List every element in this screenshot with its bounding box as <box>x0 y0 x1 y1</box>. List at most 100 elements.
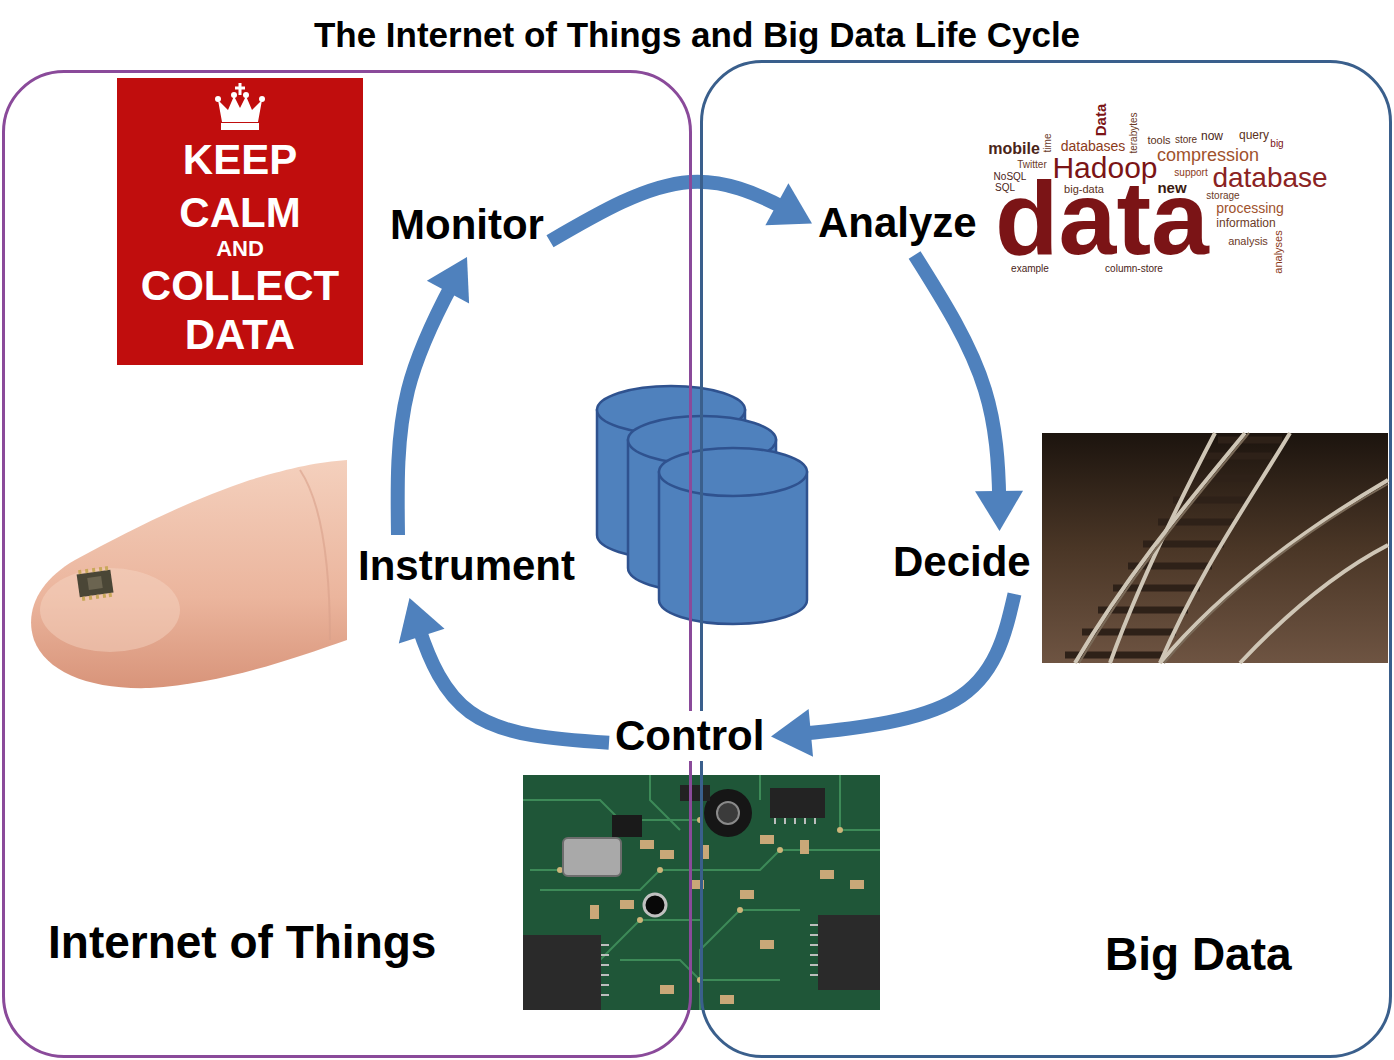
railway-photo-part-part <box>1160 480 1388 663</box>
stage-node: Monitor <box>384 194 550 257</box>
finger-with-chip-part <box>76 566 114 601</box>
circuit-board-photo-part-part <box>737 907 743 913</box>
label-holder: storage <box>1206 191 1239 201</box>
finger-with-chip-part-part-part <box>78 570 82 574</box>
arrow-head <box>399 598 445 643</box>
circuit-board-photo-part-part <box>784 818 786 824</box>
stage-label: Decide <box>893 537 1031 587</box>
stage-label: Instrument <box>358 541 575 591</box>
arrow-head <box>427 257 469 304</box>
label-holder: KEEP <box>183 139 297 181</box>
label-holder: analysis <box>1228 236 1268 247</box>
finger-with-chip <box>31 460 347 688</box>
arrow-shaft <box>410 598 610 743</box>
circuit-board-photo-part-part <box>777 847 783 853</box>
title-holder: The Internet of Things and Big Data Life… <box>0 14 1394 56</box>
word-cloud-word: compression <box>1157 146 1259 164</box>
database-cylinders-part <box>659 448 807 496</box>
poster-text: COLLECT <box>141 265 339 307</box>
label-holder: terabytes <box>1129 112 1139 153</box>
circuit-board-photo-part-part <box>650 775 680 830</box>
poster-text: KEEP <box>183 139 297 181</box>
label-holder: DATA <box>185 314 295 356</box>
circuit-board-photo-part <box>717 802 739 824</box>
finger-with-chip-part-part <box>77 570 114 598</box>
diagram-title: The Internet of Things and Big Data Life… <box>314 14 1080 56</box>
circuit-board-photo-part <box>818 915 880 990</box>
cycle-arrow <box>399 598 609 743</box>
word-cloud-word: storage <box>1206 191 1239 201</box>
word-cloud-word: now <box>1201 130 1223 142</box>
circuit-board-photo-part-part <box>814 818 816 824</box>
label-holder: COLLECT <box>141 265 339 307</box>
stage-node: Control <box>609 705 771 768</box>
railway-photo-part <box>1075 433 1388 663</box>
circuit-board-photo-part-part <box>759 775 761 800</box>
word-cloud-word: time <box>1043 134 1053 153</box>
crown-icon <box>215 83 265 130</box>
circuit-board-photo-part <box>775 818 818 975</box>
circuit-board-photo-part <box>601 945 609 995</box>
stage-label: Control <box>615 711 764 761</box>
finger-with-chip-part-part-part <box>89 596 93 600</box>
finger-with-chip-part-part-part <box>82 597 86 601</box>
finger-with-chip-part <box>300 470 330 640</box>
crown-icon-part <box>243 92 249 98</box>
finger-with-chip-part-part-part <box>105 566 109 570</box>
finger-with-chip-part-part-part <box>99 567 103 571</box>
circuit-board-photo-part-part <box>774 818 776 824</box>
circuit-board-photo-part <box>704 789 752 837</box>
finger-with-chip-part-part <box>78 566 112 601</box>
label-holder: mobile <box>988 141 1040 157</box>
arrow-shaft <box>915 255 1000 531</box>
finger-with-chip-part-part-part <box>85 569 89 573</box>
cycle-arrow <box>398 257 469 535</box>
circuit-board-photo-part-part <box>660 985 674 994</box>
circuit-board-photo-part-part <box>590 905 599 919</box>
region-panel: Internet of Things MonitorInstrument <box>2 70 692 1058</box>
circuit-board-photo-part-part <box>800 840 809 854</box>
circuit-board-photo-part-part <box>850 880 864 889</box>
circuit-board-photo-part-part <box>700 910 800 1010</box>
circuit-board-photo-part-part <box>804 818 806 824</box>
word-cloud-word: query <box>1239 129 1269 141</box>
label-holder: time <box>1043 134 1053 153</box>
word-cloud-word: example <box>1011 264 1049 274</box>
circuit-board-photo-part <box>523 935 601 1010</box>
label-holder: processing <box>1216 201 1284 215</box>
railway-photo-part <box>1079 433 1388 663</box>
keep-calm-poster <box>117 78 363 365</box>
poster-text: DATA <box>185 314 295 356</box>
circuit-board-photo-part-part <box>810 974 818 976</box>
label-holder: query <box>1239 129 1269 141</box>
label-holder: tools <box>1147 135 1170 146</box>
circuit-board-photo-part <box>612 815 642 837</box>
region-heading: Internet of Things <box>48 915 436 970</box>
circuit-board-photo-part-part <box>601 994 609 996</box>
word-cloud-word: analyses <box>1273 230 1284 273</box>
label-holder: information <box>1216 217 1275 229</box>
label-holder: AND <box>216 238 264 260</box>
label-holder: example <box>1011 264 1049 274</box>
word-cloud-word: processing <box>1216 201 1284 215</box>
railway-photo-part-part <box>1218 437 1282 444</box>
label-holder: big <box>1270 139 1283 149</box>
circuit-board-photo-part-part <box>601 944 609 946</box>
crown-icon-part <box>221 123 259 130</box>
circuit-board-photo-part-part <box>640 840 654 849</box>
circuit-board-photo-part-part <box>810 954 818 956</box>
railway-photo-part <box>1065 440 1282 655</box>
circuit-board-photo-part-part <box>601 954 609 956</box>
word-cloud-word: store <box>1175 135 1197 145</box>
word-cloud-word: big <box>1270 139 1283 149</box>
arrow-head <box>771 709 813 757</box>
railway-photo-part-part <box>1188 475 1260 482</box>
word-cloud-word: databases <box>1061 139 1126 153</box>
circuit-board-photo-part-part <box>794 818 796 824</box>
arrow-head <box>975 491 1023 531</box>
label-holder: column-store <box>1105 264 1163 274</box>
railway-photo-part-part <box>1203 453 1272 460</box>
crown-icon-part <box>259 96 265 102</box>
poster-ground <box>117 78 363 365</box>
stage-node: Decide <box>887 531 1037 594</box>
